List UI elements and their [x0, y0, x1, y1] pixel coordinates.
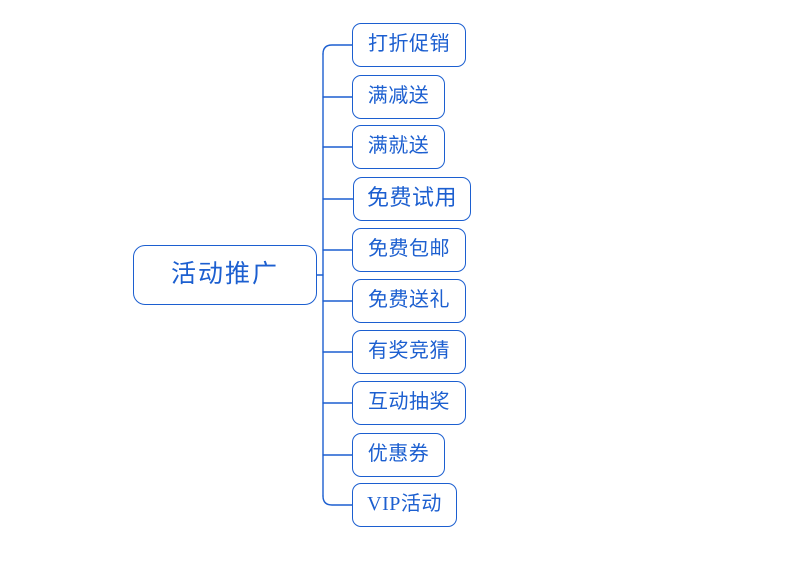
child-node-7[interactable]: 有奖竞猜 — [352, 330, 466, 374]
child-node-8[interactable]: 互动抽奖 — [352, 381, 466, 425]
branch-connector-1 — [322, 44, 353, 55]
child-node-label: 免费试用 — [366, 185, 457, 210]
child-node-label: 满减送 — [367, 85, 430, 107]
root-node-label: 活动推广 — [170, 259, 279, 288]
branch-connector-10 — [322, 495, 353, 506]
child-node-label: VIP活动 — [367, 493, 442, 515]
child-node-label: 有奖竞猜 — [368, 340, 450, 362]
child-node-1[interactable]: 打折促销 — [352, 23, 466, 67]
child-node-2[interactable]: 满减送 — [352, 75, 445, 119]
child-node-label: 免费包邮 — [368, 238, 450, 260]
child-node-label: 互动抽奖 — [368, 391, 450, 413]
child-node-label: 打折促销 — [368, 33, 450, 55]
child-node-5[interactable]: 免费包邮 — [352, 228, 466, 272]
child-node-6[interactable]: 免费送礼 — [352, 279, 466, 323]
child-node-10[interactable]: VIP活动 — [352, 483, 457, 527]
root-node[interactable]: 活动推广 — [133, 245, 317, 305]
child-node-label: 优惠券 — [367, 443, 430, 465]
child-node-label: 免费送礼 — [368, 289, 450, 311]
child-node-3[interactable]: 满就送 — [352, 125, 445, 169]
child-node-label: 满就送 — [367, 135, 430, 157]
child-node-9[interactable]: 优惠券 — [352, 433, 445, 477]
child-node-4[interactable]: 免费试用 — [353, 177, 471, 221]
